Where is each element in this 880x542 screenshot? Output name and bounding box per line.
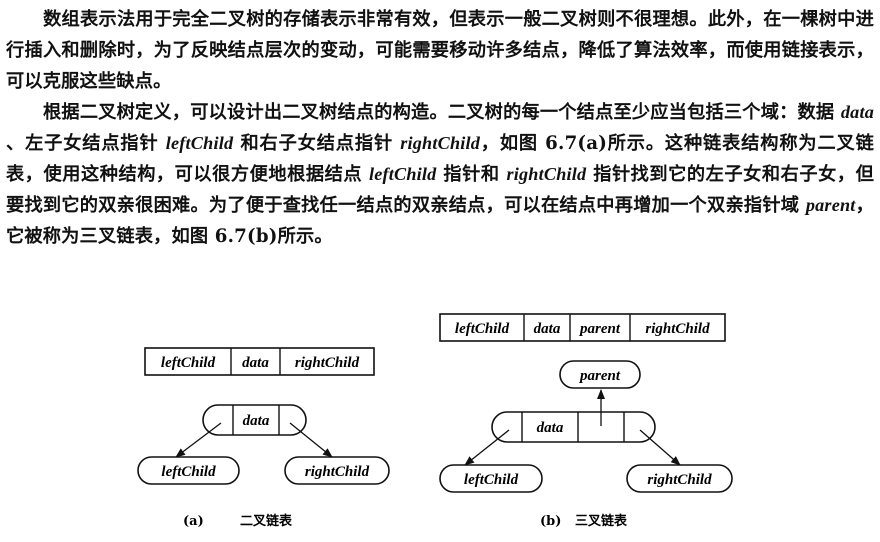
parent-node-label: parent: [578, 368, 621, 384]
field-b-parent: parent: [578, 321, 621, 337]
node-b-data: data: [537, 420, 564, 436]
field-b-rightchild: rightChild: [645, 321, 710, 337]
p2-text-7: ，它被称为三叉链表，如图 6.7(b)所示。: [6, 195, 874, 247]
node-a-data: data: [243, 413, 270, 429]
data-term: data: [840, 102, 874, 122]
paragraph-1: 数组表示法用于完全二叉树的存储表示非常有效，但表示一般二叉树则不很理想。此外，在…: [6, 4, 874, 97]
figure-a-node: data: [202, 404, 307, 436]
caption-b-label: (b): [540, 514, 561, 529]
paragraph-1-text: 数组表示法用于完全二叉树的存储表示非常有效，但表示一般二叉树则不很理想。此外，在…: [6, 9, 874, 92]
caption-a-label: (a): [183, 514, 204, 529]
p2-text-4: ，如图 6.7(a)所示。这种链表结构称为二叉链表，使用这种结构，可以很方便地根…: [6, 133, 874, 185]
figure-b-left-child: leftChild: [439, 464, 543, 493]
field-rightchild: rightChild: [295, 355, 360, 371]
figure-a-field-row: leftChild data rightChild: [144, 347, 375, 376]
right-child-b-label: rightChild: [647, 472, 712, 488]
figure-b: leftChild data parent rightChild parent …: [439, 313, 733, 529]
field-b-leftchild: leftChild: [455, 321, 510, 337]
p2-text-3: 和右子女结点指针: [233, 133, 401, 154]
left-child-b-label: leftChild: [464, 472, 519, 488]
p2-text-5: 指针和: [436, 164, 507, 185]
p2-text-1: 根据二叉树定义，可以设计出二叉树结点的构造。二叉树的每一个结点至少应当包括三个域…: [43, 102, 841, 123]
field-leftchild: leftChild: [161, 355, 216, 371]
arrow-left-b: [464, 429, 510, 466]
arrow-left-a: [175, 422, 222, 458]
caption-a: 二叉链表: [240, 513, 293, 529]
rightchild-term-2: rightChild: [506, 164, 587, 184]
arrow-right-b: [639, 429, 681, 466]
figure-a: leftChild data rightChild data leftChild…: [137, 347, 390, 529]
p2-text-2: 、左子女结点指针: [6, 133, 166, 154]
field-data: data: [242, 355, 269, 371]
figure-b-parent-node: parent: [559, 360, 641, 389]
figure-a-right-child: rightChild: [284, 456, 390, 485]
left-child-a-label: leftChild: [161, 464, 216, 480]
field-b-data: data: [534, 321, 561, 337]
figure-a-left-child: leftChild: [137, 456, 240, 485]
figure-b-right-child: rightChild: [626, 464, 733, 493]
p2-text-6: 指针找到它的左子女和右子女，但要找到它的双亲很困难。为了便于查找任一结点的双亲结…: [6, 164, 874, 216]
right-child-a-label: rightChild: [305, 464, 370, 480]
paragraph-2: 根据二叉树定义，可以设计出二叉树结点的构造。二叉树的每一个结点至少应当包括三个域…: [6, 97, 874, 252]
leftchild-term-2: leftChild: [368, 164, 437, 184]
arrow-right-a: [289, 422, 333, 458]
caption-b: 三叉链表: [575, 513, 628, 529]
figure-b-node: data: [491, 411, 656, 443]
rightchild-term: rightChild: [400, 133, 481, 153]
leftchild-term: leftChild: [165, 133, 234, 153]
figure-b-field-row: leftChild data parent rightChild: [439, 313, 726, 342]
parent-term: parent: [805, 195, 856, 215]
